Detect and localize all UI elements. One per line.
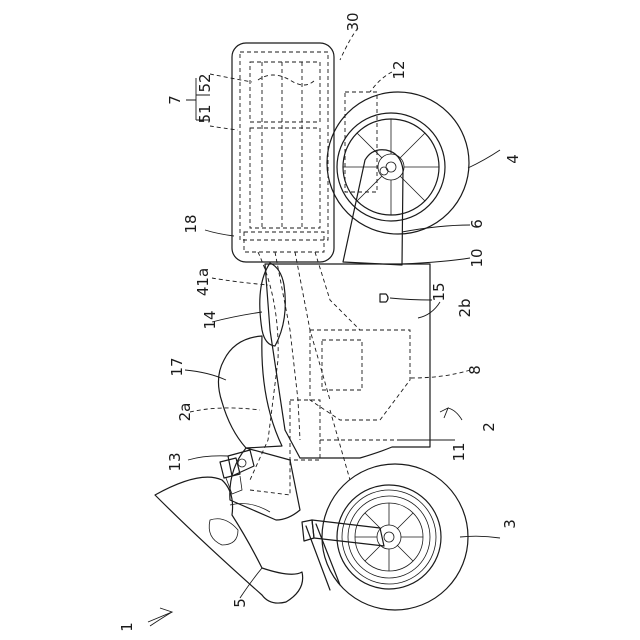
label-12: 12 [390,60,408,79]
label-8: 8 [466,365,484,375]
label-14: 14 [201,310,219,329]
tail-light [380,294,388,302]
label-5: 5 [231,598,249,608]
front-fork [302,520,384,590]
label-51: 51 [196,104,214,123]
rear-wheel [327,92,469,234]
label-52: 52 [196,73,214,92]
label-11: 11 [450,442,468,461]
handlebar [220,450,254,494]
label-3: 3 [501,519,519,529]
label-4: 4 [504,154,522,164]
label-41a: 41a [194,268,212,296]
luggage-box [232,43,334,262]
label-30: 30 [344,12,362,31]
label-18: 18 [182,214,200,233]
label-1: 1 [118,622,136,632]
label-2a: 2a [176,403,194,422]
label-7: 7 [166,95,184,105]
label-17: 17 [168,357,186,376]
label-15: 15 [430,282,448,301]
label-2: 2 [480,422,498,432]
label-2b: 2b [456,298,474,317]
front-wheel [322,464,468,610]
label-13: 13 [166,452,184,471]
label-6: 6 [468,219,486,229]
label-10: 10 [468,248,486,267]
